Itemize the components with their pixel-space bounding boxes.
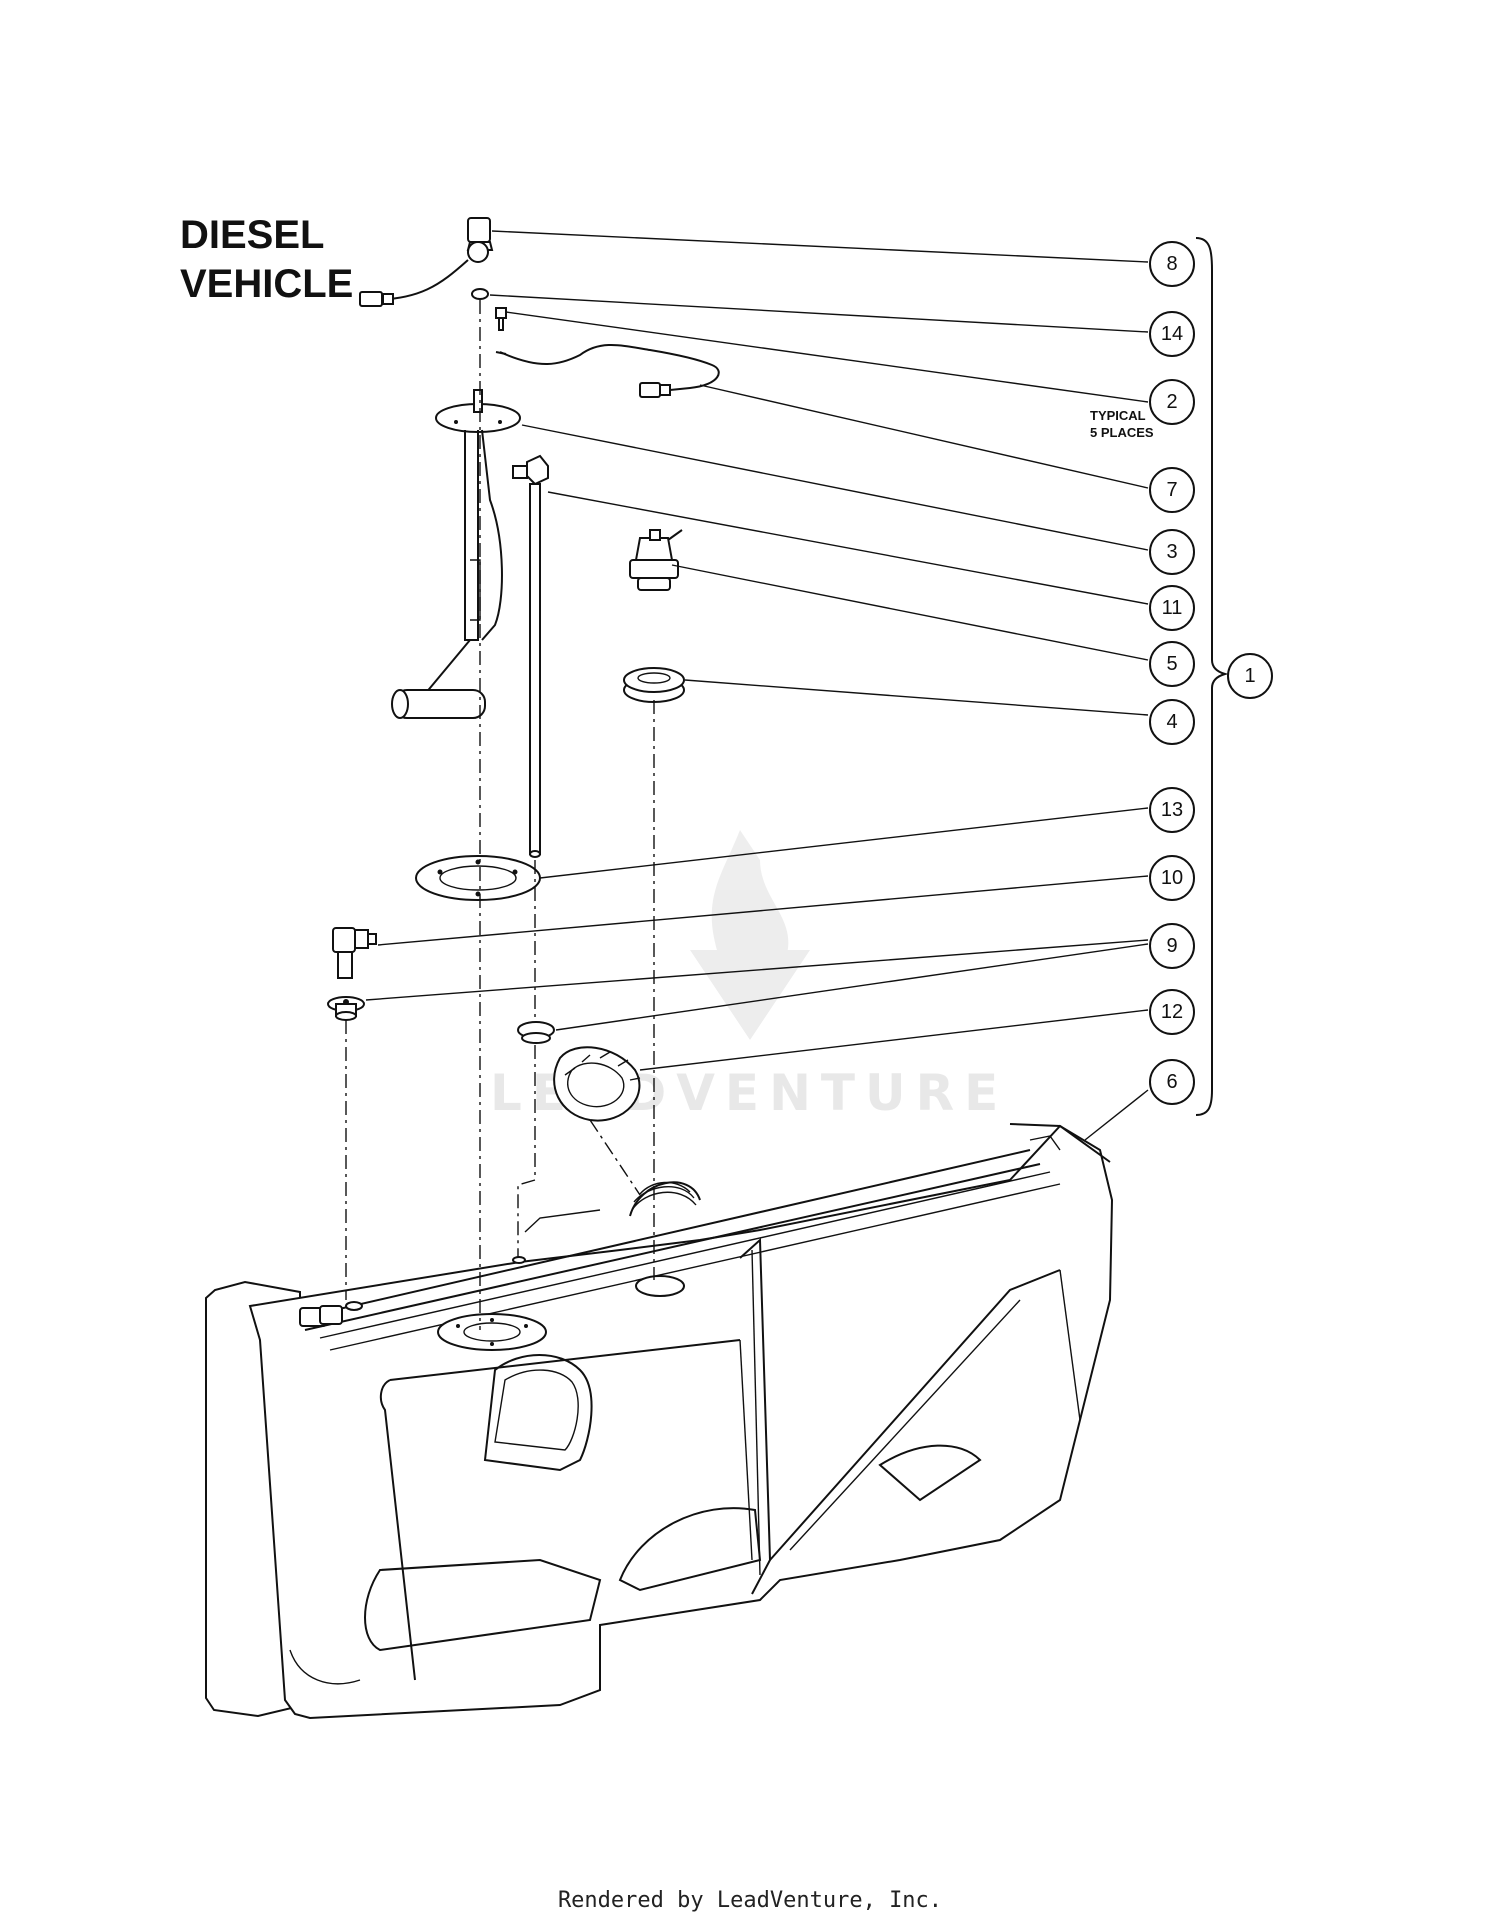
tank-fitting-hole-left	[345, 1301, 363, 1311]
svg-text:9: 9	[1166, 935, 1177, 957]
part-13-gasket	[415, 855, 541, 901]
centerline-pickup-lower	[517, 1045, 536, 1258]
tank-fitting-hole-mid	[512, 1256, 526, 1264]
part-4-grommet	[623, 667, 685, 703]
svg-text:3: 3	[1166, 541, 1177, 563]
note-line2: 5 PLACES	[1090, 425, 1154, 440]
diagram-title-line2: VEHICLE	[180, 262, 353, 306]
svg-text:8: 8	[1166, 253, 1177, 275]
leader-lines	[365, 230, 1149, 1141]
callout-7: 7	[1149, 467, 1195, 513]
callout-14: 14	[1149, 311, 1195, 357]
note-line1: TYPICAL	[1090, 408, 1146, 423]
svg-text:1: 1	[1244, 665, 1255, 687]
part-11-pickup-tube	[512, 454, 549, 858]
watermark-logo	[711, 830, 789, 983]
svg-text:11: 11	[1162, 597, 1183, 619]
callout-6: 6	[1149, 1059, 1195, 1105]
callout-5: 5	[1149, 641, 1195, 687]
diagram-title-line1: DIESEL	[180, 213, 324, 257]
callout-13: 13	[1149, 787, 1195, 833]
svg-text:7: 7	[1166, 479, 1177, 501]
part-14-washer	[471, 288, 489, 300]
part-5-vent-valve	[629, 529, 683, 591]
part-8-sender-fitting	[359, 217, 494, 307]
part-12-filler-nut	[553, 1046, 641, 1122]
group-brace	[1195, 237, 1229, 1116]
part-10-elbow-fitting	[332, 927, 377, 979]
part-2-screw	[495, 307, 507, 331]
part-6-fuel-tank	[205, 1123, 1114, 1720]
part-9-grommet-left	[327, 996, 365, 1021]
callout-11: 11	[1149, 585, 1195, 631]
svg-text:4: 4	[1166, 711, 1177, 733]
svg-text:2: 2	[1166, 391, 1177, 413]
footer-credit: Rendered by LeadVenture, Inc.	[557, 1888, 943, 1913]
part-3-sending-unit	[391, 389, 521, 719]
tank-vent-hole	[635, 1275, 685, 1297]
svg-text:14: 14	[1161, 323, 1183, 345]
callout-8: 8	[1149, 241, 1195, 287]
callout-2: 2	[1149, 379, 1195, 425]
callout-9: 9	[1149, 923, 1195, 969]
svg-text:5: 5	[1166, 653, 1177, 675]
centerline-filler	[589, 1119, 641, 1196]
svg-text:6: 6	[1166, 1071, 1177, 1093]
part-7-wire-harness	[495, 344, 720, 398]
tank-sender-hole	[437, 1313, 547, 1351]
svg-text:13: 13	[1161, 799, 1183, 821]
callout-1: 1	[1227, 653, 1273, 699]
watermark-v-icon	[690, 950, 810, 1040]
svg-text:12: 12	[1161, 1001, 1183, 1023]
callout-10: 10	[1149, 855, 1195, 901]
svg-text:10: 10	[1161, 867, 1183, 889]
callout-3: 3	[1149, 529, 1195, 575]
callout-12: 12	[1149, 989, 1195, 1035]
part-9-grommet-right	[517, 1021, 555, 1044]
callout-4: 4	[1149, 699, 1195, 745]
